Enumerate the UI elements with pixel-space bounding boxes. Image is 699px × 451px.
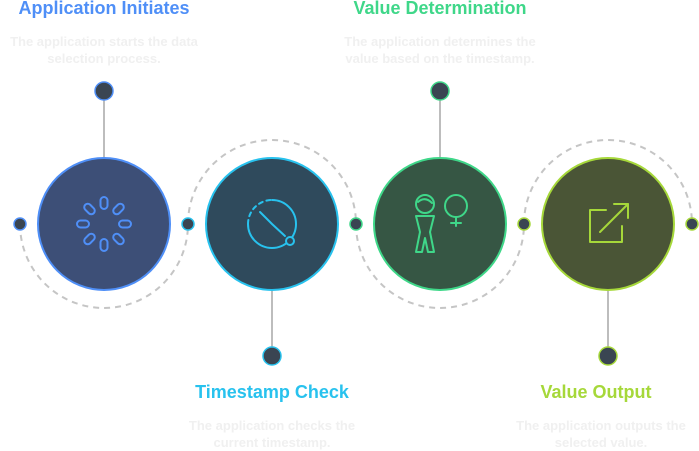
step-description-value-determination: The application determines the value bas… xyxy=(344,34,536,66)
end-dot-1 xyxy=(94,81,114,101)
junction-dot-4 xyxy=(685,217,699,231)
person-and-lightbulb-icon xyxy=(415,194,468,253)
step-description-value-output: The application outputs the selected val… xyxy=(516,418,686,450)
step-title-timestamp-check: Timestamp Check xyxy=(195,382,349,402)
timer-icon xyxy=(247,199,297,249)
junction-dot-0 xyxy=(13,217,27,231)
step-description-timestamp-check: The application checks the current times… xyxy=(188,418,356,450)
step-title-application-initiates: Application Initiates xyxy=(18,0,190,18)
junction-dot-3 xyxy=(517,217,531,231)
end-dots xyxy=(94,81,618,366)
end-dot-4 xyxy=(598,346,618,366)
junction-dot-2 xyxy=(349,217,363,231)
junction-dots xyxy=(13,217,699,231)
dashed-arcs xyxy=(19,139,693,309)
arc-4 xyxy=(523,139,693,225)
arc-2 xyxy=(187,139,357,225)
step-circle-1 xyxy=(37,157,171,291)
loading-spinner-icon xyxy=(76,196,132,252)
step-title-value-determination: Value Determination xyxy=(353,0,527,18)
step-title-value-output: Value Output xyxy=(540,382,652,402)
junction-dot-1 xyxy=(181,217,195,231)
step-circle-3 xyxy=(373,157,507,291)
external-link-arrow-icon xyxy=(589,203,629,243)
end-dot-2 xyxy=(262,346,282,366)
arc-3 xyxy=(355,223,525,309)
step-description-application-initiates: The application starts the data selectio… xyxy=(10,34,198,66)
connector-lines xyxy=(103,92,609,355)
end-dot-3 xyxy=(430,81,450,101)
arc-1 xyxy=(19,223,189,309)
